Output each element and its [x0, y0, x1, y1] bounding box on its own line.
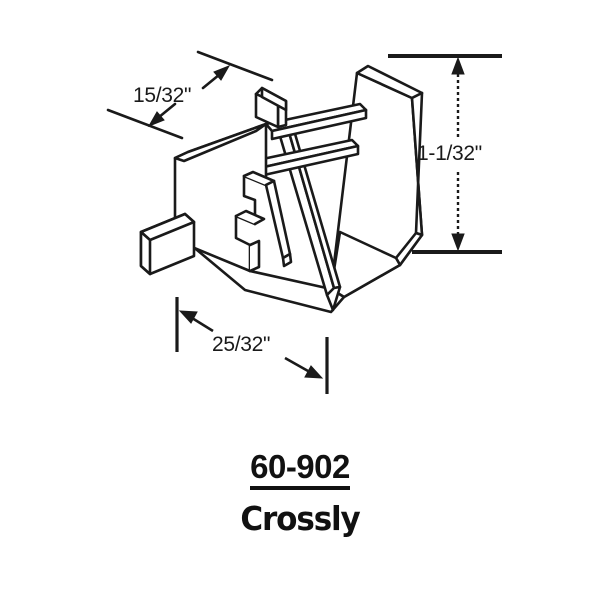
part-number-wrapper: 60-902	[0, 450, 600, 490]
notch-step-3	[248, 239, 261, 273]
dimension-height-leader	[388, 54, 502, 254]
part-number: 60-902	[250, 450, 350, 490]
depth-ext-line-upper	[196, 50, 274, 82]
center-fin	[264, 179, 292, 260]
depth-ext-line-lower	[106, 108, 184, 140]
width-arrow-right-shaft	[284, 356, 309, 373]
depth-arrow-lower-head	[147, 111, 165, 127]
brand-name: Crossly	[240, 499, 360, 538]
dimension-label-width: 25/32"	[212, 333, 271, 356]
notch-step-1	[234, 209, 266, 226]
front-diagonal-rib-foot	[325, 285, 342, 312]
width-arrow-left-head	[178, 310, 198, 324]
dimension-width-leader	[175, 297, 329, 394]
dimension-label-depth: 15/32"	[133, 84, 192, 107]
width-arrow-left-shaft	[191, 316, 214, 333]
caption-block: 60-902 Crossly	[0, 450, 600, 535]
part-geometry	[139, 64, 424, 314]
center-fin-face	[281, 252, 293, 268]
depth-arrow-upper-head	[213, 65, 231, 81]
dimension-depth-leader	[106, 50, 274, 140]
left-panel-top-edge	[173, 122, 268, 163]
left-flat-tab-front	[139, 230, 152, 276]
cross-bar-upper-under	[270, 108, 368, 141]
width-arrow-right-head	[304, 365, 324, 379]
height-arrow-bottom-head	[451, 233, 465, 252]
height-arrow-top-head	[451, 56, 465, 75]
dimension-label-height: 1-1/32"	[417, 142, 482, 165]
rear-top-tab-inner	[260, 86, 288, 112]
